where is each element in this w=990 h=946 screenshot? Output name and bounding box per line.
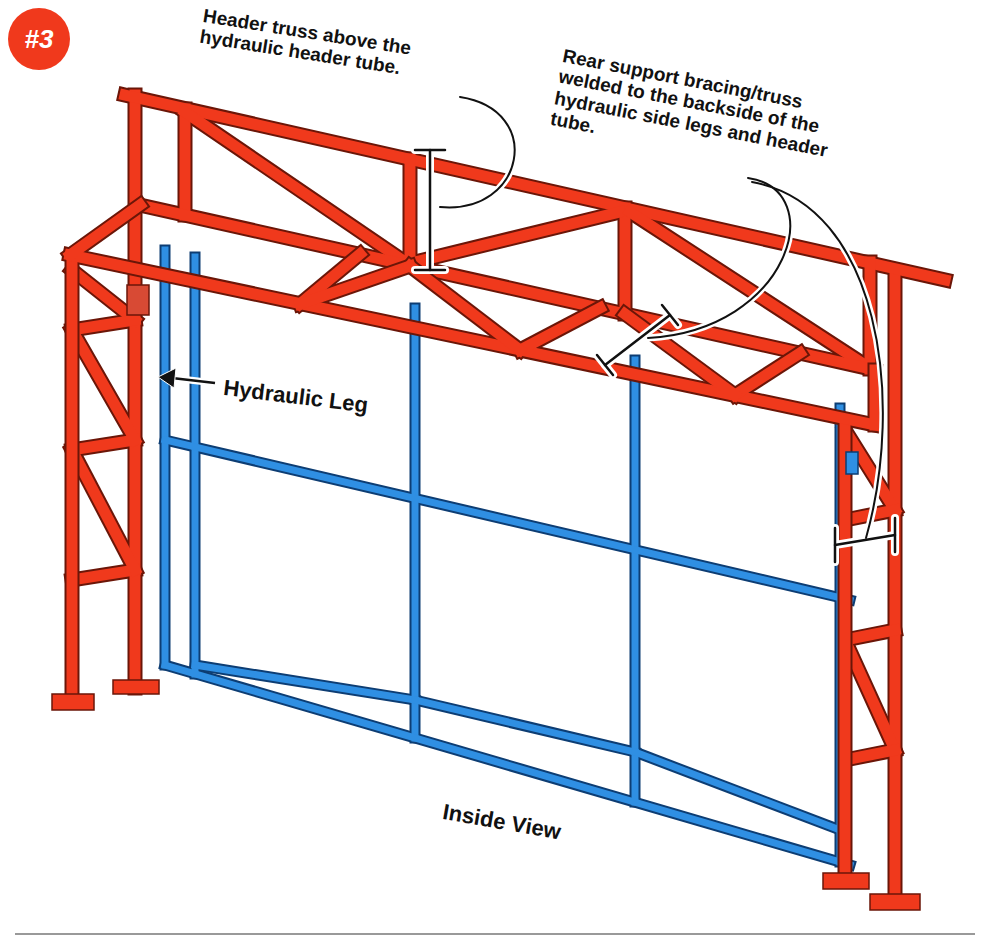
step-badge: #3 [8, 8, 70, 70]
callout-label: Rear support bracing/truss welded to the… [549, 45, 870, 188]
callout-label: Header truss above the hydraulic header … [198, 5, 481, 91]
part-label: Hydraulic Leg [222, 376, 369, 418]
callout-number: #3 [25, 24, 54, 55]
view-label: Inside View [441, 800, 563, 845]
